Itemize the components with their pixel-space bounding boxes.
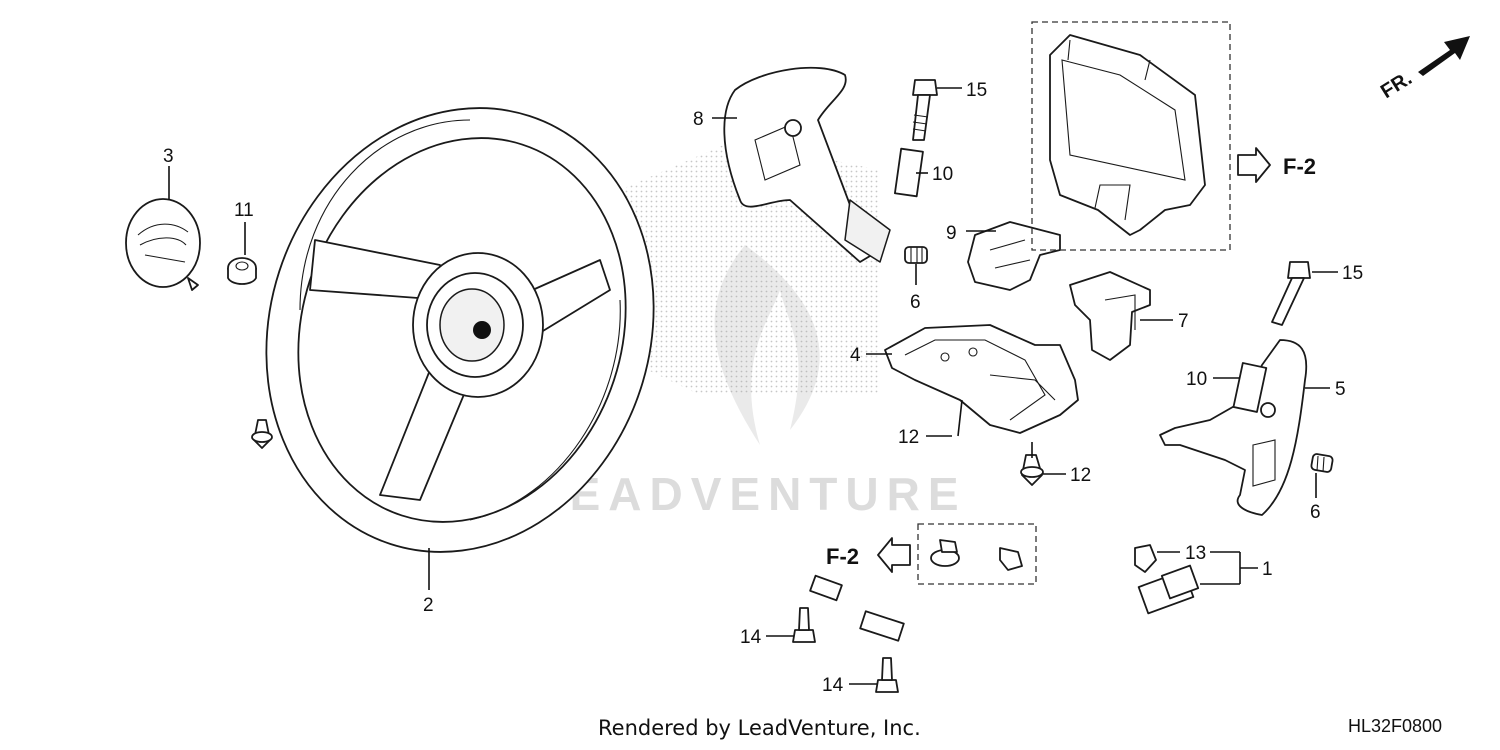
callout-3: 3 <box>163 146 174 167</box>
callouts: 3 11 2 8 15 10 6 9 7 4 12 12 15 10 5 6 1… <box>163 80 1363 696</box>
watermark-text: LEADVENTURE <box>533 468 966 520</box>
switch-panel-right <box>1159 339 1308 516</box>
spring-right <box>1310 453 1334 473</box>
callout-9: 9 <box>946 223 957 244</box>
callout-15-right: 15 <box>1342 263 1363 284</box>
callout-10-upper: 10 <box>932 164 953 185</box>
callout-14-upper: 14 <box>740 627 762 648</box>
bolt-14-lower <box>875 657 899 693</box>
callout-13: 13 <box>1185 543 1206 564</box>
reference-arrow-left: F-2 <box>826 537 911 573</box>
callout-12-right: 12 <box>1070 465 1091 486</box>
cover-plate <box>884 324 1079 434</box>
bracket-lower <box>1069 271 1151 361</box>
bolt-right <box>1271 261 1311 326</box>
reference-arrow-right: F-2 <box>1237 147 1316 183</box>
clip-set <box>917 523 1037 585</box>
spring-upper <box>904 246 928 264</box>
front-direction-marker: FR. <box>1377 36 1470 103</box>
wire-harness <box>809 544 1200 710</box>
callout-7: 7 <box>1178 311 1189 332</box>
drawing-code: HL32F0800 <box>1348 716 1443 736</box>
rendered-by-footer: Rendered by LeadVenture, Inc. <box>598 716 921 740</box>
switch-panel-left <box>723 66 891 263</box>
bolt-14-upper <box>792 607 816 643</box>
callout-14-lower: 14 <box>822 675 844 696</box>
callout-4: 4 <box>850 345 861 366</box>
meter-assembly <box>1031 21 1231 251</box>
sleeve-right <box>1232 362 1268 413</box>
callout-2: 2 <box>423 595 434 616</box>
emblem <box>125 198 201 291</box>
clip-left <box>251 419 273 449</box>
callout-5: 5 <box>1335 379 1346 400</box>
callout-6-upper: 6 <box>910 292 921 313</box>
callout-1: 1 <box>1262 559 1273 580</box>
callout-6-right: 6 <box>1310 502 1321 523</box>
bracket-upper <box>967 221 1061 291</box>
callout-15-upper: 15 <box>966 80 987 101</box>
callout-10-right: 10 <box>1186 369 1207 390</box>
callout-11: 11 <box>234 200 254 221</box>
reference-label-right: F-2 <box>1283 154 1316 179</box>
bolt-upper <box>912 79 938 141</box>
nut <box>227 257 257 285</box>
callout-8: 8 <box>693 109 704 130</box>
front-direction-label: FR. <box>1377 67 1416 103</box>
clip-right <box>1020 454 1044 486</box>
leader-lines <box>168 87 1338 685</box>
steering-wheel <box>265 107 655 553</box>
callout-12-left: 12 <box>898 427 919 448</box>
reference-label-left: F-2 <box>826 544 859 569</box>
sleeve-upper <box>894 147 924 198</box>
